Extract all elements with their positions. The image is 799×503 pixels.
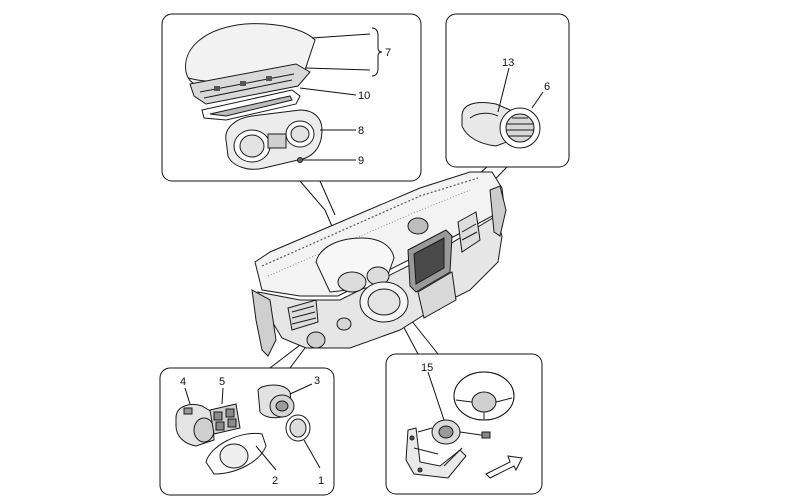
ring-bezel	[285, 414, 311, 442]
steering-wheel	[453, 371, 515, 421]
headlight-switch	[175, 404, 215, 447]
callout-1: 1	[318, 475, 324, 487]
callout-8: 8	[358, 125, 364, 137]
callout-4: 4	[180, 376, 186, 388]
direction-arrow-icon	[485, 455, 523, 479]
callout-9: 9	[358, 155, 364, 167]
switch-block	[209, 403, 241, 435]
ignition-switch	[257, 384, 295, 419]
callout-5: 5	[219, 376, 225, 388]
steering-column-switch	[417, 419, 491, 445]
cluster-hood-frame	[189, 63, 311, 105]
cluster-screw	[297, 157, 303, 163]
steering-column-bracket	[405, 427, 467, 479]
callout-6: 6	[544, 81, 550, 93]
callout-3: 3	[314, 375, 320, 387]
air-vent-nozzle	[499, 107, 541, 149]
cluster-gasket	[201, 89, 301, 121]
instrument-cluster	[225, 109, 323, 170]
callout-2: 2	[272, 475, 278, 487]
callout-7: 7	[385, 47, 391, 59]
panel-steering	[385, 353, 543, 495]
callout-15: 15	[421, 362, 433, 374]
callout-10: 10	[358, 90, 370, 102]
callout-13: 13	[502, 57, 514, 69]
dashboard-assembly	[251, 171, 507, 357]
trim-bezel	[205, 432, 267, 475]
